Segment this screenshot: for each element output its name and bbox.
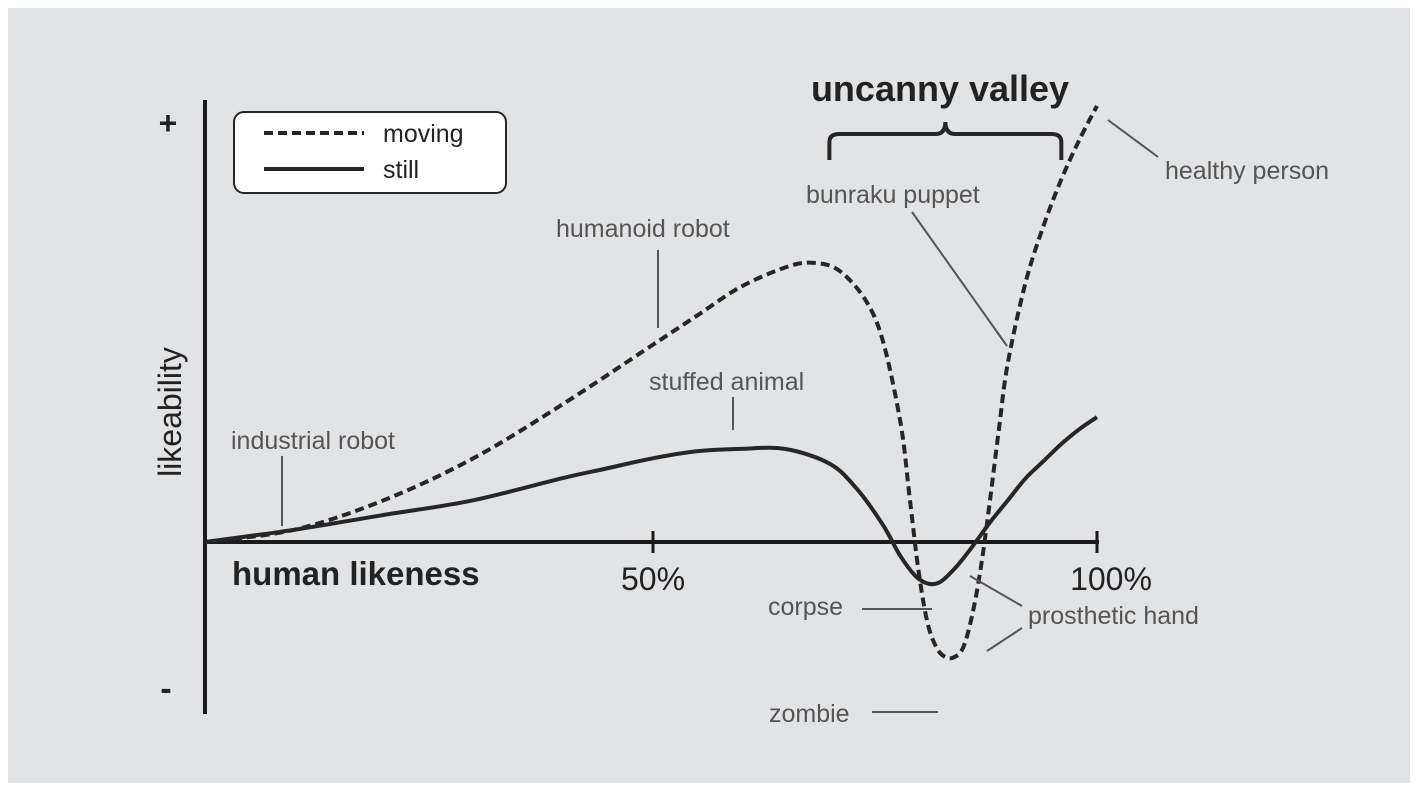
label-stuffed-animal: stuffed animal xyxy=(649,368,804,396)
series-still-line xyxy=(204,415,1099,587)
label-bunraku-puppet: bunraku puppet xyxy=(806,181,980,209)
label-industrial-robot: industrial robot xyxy=(231,427,395,455)
x-tick-label-50: 50% xyxy=(621,561,685,597)
chart-title: uncanny valley xyxy=(811,68,1069,109)
y-tick-plus: + xyxy=(159,105,178,141)
y-tick-minus: - xyxy=(160,670,171,708)
legend-box xyxy=(233,111,507,194)
leader-bunraku-puppet xyxy=(911,211,1008,347)
series-moving-line xyxy=(204,104,1099,661)
leader-healthy-person xyxy=(1107,119,1159,158)
legend: moving still xyxy=(233,111,507,194)
y-axis-label: likeability xyxy=(152,347,188,477)
legend-moving-label: moving xyxy=(383,120,464,148)
label-zombie: zombie xyxy=(769,700,850,728)
x-tick-label-100: 100% xyxy=(1070,561,1152,597)
x-axis-label: human likeness xyxy=(232,555,480,592)
label-corpse: corpse xyxy=(768,593,843,621)
leader-prosthetic-hand-still xyxy=(969,575,1023,607)
legend-still-label: still xyxy=(383,156,419,184)
label-healthy-person: healthy person xyxy=(1165,157,1329,185)
label-humanoid-robot: humanoid robot xyxy=(556,215,730,243)
annotation-leaders xyxy=(281,119,1159,713)
label-prosthetic-hand: prosthetic hand xyxy=(1028,602,1199,630)
leader-prosthetic-hand-moving xyxy=(986,627,1023,652)
uncanny-valley-bracket xyxy=(827,121,1064,160)
